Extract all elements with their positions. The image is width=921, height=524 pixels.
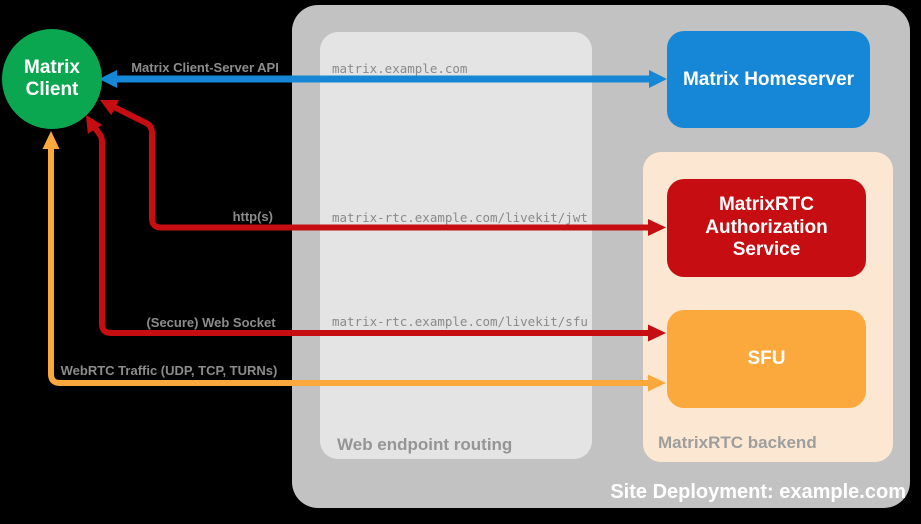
matrixrtc-authorization-service-label: MatrixRTC Authorization Service	[705, 194, 828, 261]
matrix-homeserver-label: Matrix Homeserver	[682, 68, 855, 90]
edge-label-webrtc-traffic: WebRTC Traffic (UDP, TCP, TURNs)	[60, 363, 278, 378]
sfu-node: SFU	[667, 310, 866, 408]
site-deployment-label: Site Deployment: example.com	[610, 481, 906, 503]
matrix-client-label: Matrix Client	[24, 57, 80, 100]
arrowhead-up-left-icon	[100, 100, 119, 116]
arrowhead-up-icon	[42, 131, 60, 149]
edge-label-client-server-api: Matrix Client-Server API	[131, 60, 279, 75]
sfu-label: SFU	[747, 348, 786, 369]
edge-label-https: http(s)	[232, 209, 273, 224]
endpoint-livekit-jwt: matrix-rtc.example.com/livekit/jwt	[332, 210, 588, 225]
arrowhead-up-left-icon	[86, 115, 103, 134]
matrixrtc-backend-label: MatrixRTC backend	[658, 433, 817, 452]
web-endpoint-routing-panel	[320, 32, 592, 459]
web-endpoint-routing-label: Web endpoint routing	[337, 435, 513, 454]
endpoint-livekit-sfu: matrix-rtc.example.com/livekit/sfu	[332, 314, 588, 329]
matrix-client-node: Matrix Client	[2, 29, 102, 129]
edge-label-web-socket: (Secure) Web Socket	[146, 315, 276, 330]
matrixrtc-authorization-service-node: MatrixRTC Authorization Service	[667, 179, 866, 277]
endpoint-matrix-example-com: matrix.example.com	[332, 61, 468, 76]
matrix-homeserver-node: Matrix Homeserver	[667, 31, 870, 128]
